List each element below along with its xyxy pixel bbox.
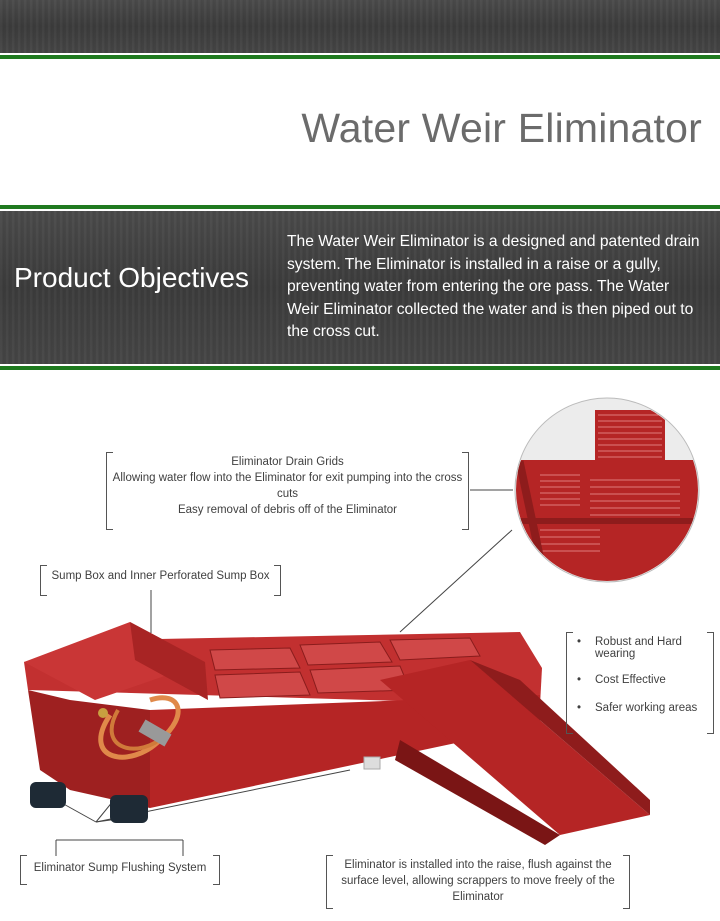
flushing-callout: Eliminator Sump Flushing System (20, 855, 220, 885)
objectives-text: The Water Weir Eliminator is a designed … (287, 233, 700, 340)
objectives-band (0, 211, 720, 364)
objectives-top-rule (0, 205, 720, 209)
page-title: Water Weir Eliminator (301, 105, 702, 151)
drain-grids-desc: Allowing water flow into the Eliminator … (112, 472, 463, 500)
top-green-rule (0, 55, 720, 59)
drain-grids-title: Eliminator Drain Grids (231, 456, 344, 468)
drain-grids-note: Easy removal of debris off of the Elimin… (177, 504, 398, 516)
installation-label: Eliminator is installed into the raise, … (341, 859, 615, 903)
installation-callout: Eliminator is installed into the raise, … (326, 855, 630, 909)
benefit-item: Cost Effective (566, 674, 714, 686)
benefit-item: Safer working areas (566, 702, 714, 714)
flushing-label: Eliminator Sump Flushing System (33, 862, 207, 874)
benefits-list: Robust and Hard wearing Cost Effective S… (566, 632, 714, 734)
sump-box-label: Sump Box and Inner Perforated Sump Box (51, 570, 270, 582)
sump-box-callout: Sump Box and Inner Perforated Sump Box (40, 565, 281, 596)
benefit-item: Robust and Hard wearing (566, 636, 714, 660)
drain-grids-callout: Eliminator Drain Grids Allowing water fl… (106, 452, 469, 530)
objectives-bottom-rule (0, 366, 720, 370)
objectives-heading: Product Objectives (14, 262, 249, 293)
top-banner (0, 0, 720, 53)
